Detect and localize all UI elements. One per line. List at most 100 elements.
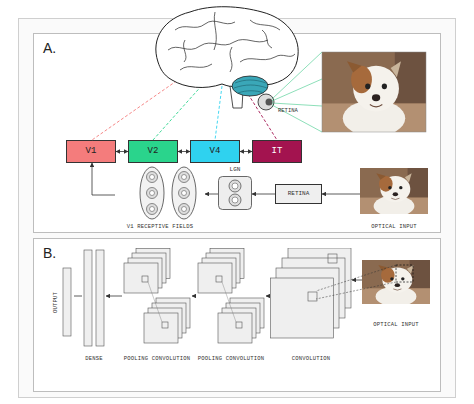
graphic-path bbox=[92, 75, 185, 140]
dog-photo bbox=[322, 52, 426, 137]
flow-arrow bbox=[322, 194, 360, 195]
graphic-use bbox=[322, 52, 426, 137]
node-label: V4 bbox=[210, 147, 221, 156]
receptive-fields: V1 RECEPTIVE FIELDS bbox=[115, 166, 205, 230]
layer-stack-shape bbox=[124, 249, 190, 344]
brain-area-box: IT bbox=[252, 140, 302, 163]
layer-stack: POOLING CONVOLUTION bbox=[122, 246, 192, 362]
projection-lines bbox=[92, 75, 277, 140]
flow-arrow bbox=[205, 194, 218, 195]
graphic-path bbox=[184, 40, 186, 62]
graphic-line bbox=[272, 105, 322, 132]
node-label: V1 bbox=[86, 147, 97, 156]
flow-arrow bbox=[266, 296, 270, 297]
node-label: OPTICAL INPUT bbox=[360, 224, 428, 230]
graphic-path bbox=[238, 91, 264, 93]
flow-arrow bbox=[192, 296, 196, 297]
graphic-circle bbox=[266, 99, 273, 106]
graphic-line bbox=[272, 103, 322, 106]
graphic-g bbox=[168, 12, 295, 72]
panel-letter: B. bbox=[43, 245, 56, 261]
input-image-shape bbox=[360, 168, 428, 214]
graphic-path bbox=[250, 20, 280, 30]
node-label: OPTICAL INPUT bbox=[362, 322, 430, 328]
graphic-ellipse bbox=[232, 76, 268, 96]
node-label: RETINA bbox=[288, 191, 310, 197]
filter-projection bbox=[316, 265, 396, 299]
node-label: DENSE bbox=[82, 356, 106, 362]
graphic-path bbox=[234, 85, 267, 88]
input-image: OPTICAL INPUT bbox=[362, 258, 430, 328]
graphic-line bbox=[316, 282, 396, 299]
graphic-path bbox=[214, 12, 216, 50]
graphic-path bbox=[240, 54, 295, 62]
layer-stack-shape bbox=[271, 248, 352, 338]
graphic-path bbox=[180, 64, 212, 70]
brain-area-box: V1 bbox=[66, 140, 116, 163]
node-label: CONVOLUTION bbox=[270, 356, 352, 362]
graphic-g bbox=[234, 80, 267, 93]
flow-arrow bbox=[252, 194, 275, 195]
node-label: POOLING CONVOLUTION bbox=[196, 356, 266, 362]
flow-arrow bbox=[352, 280, 362, 281]
eye-symbol bbox=[258, 94, 274, 110]
node-label: IT bbox=[272, 147, 283, 156]
panel-frame: B.OUTPUT DENSE POOLING CONVOLUTION POOLING … bbox=[33, 238, 441, 392]
graphic-path bbox=[175, 21, 235, 30]
output-layer: OUTPUT bbox=[50, 262, 74, 342]
input-image-graphic bbox=[360, 168, 428, 214]
graphic-path bbox=[230, 47, 232, 72]
brain-drawing bbox=[156, 7, 298, 108]
panel-frame: A. V1 V2 V4 IT V1 RECEPTIVE FIELDS LGN RETINA OP… bbox=[33, 33, 441, 233]
node-label: POOLING CONVOLUTION bbox=[122, 356, 192, 362]
graphic-path bbox=[248, 94, 277, 140]
layer-stack-graphic bbox=[270, 248, 352, 348]
graphic-path bbox=[153, 82, 205, 140]
graphic-path bbox=[156, 7, 298, 88]
graphic-rect bbox=[322, 52, 426, 132]
node-label: V2 bbox=[148, 147, 159, 156]
node-label: V1 RECEPTIVE FIELDS bbox=[115, 224, 205, 230]
process-box: RETINA bbox=[275, 184, 322, 204]
view-rays bbox=[272, 52, 322, 132]
layer-stack-graphic bbox=[122, 248, 192, 348]
flow-arrow bbox=[92, 163, 115, 195]
layer-stack: POOLING CONVOLUTION bbox=[196, 246, 266, 362]
flow-arrow bbox=[240, 151, 252, 152]
lgn-block: LGN bbox=[218, 166, 252, 210]
graphic-path bbox=[215, 86, 222, 140]
graphic-path bbox=[230, 86, 243, 108]
flow-arrow bbox=[74, 296, 82, 297]
panel-letter: A. bbox=[43, 40, 56, 56]
outer-frame bbox=[19, 19, 456, 398]
brain-area-box: V4 bbox=[190, 140, 240, 163]
receptive-fields-graphic bbox=[115, 166, 205, 220]
layer-stack-graphic bbox=[196, 248, 266, 348]
flow-arrow bbox=[116, 151, 128, 152]
receptive-fields-shape bbox=[140, 167, 196, 219]
flow-arrow bbox=[106, 296, 122, 297]
flow-arrow bbox=[178, 151, 190, 152]
graphic-path bbox=[235, 80, 266, 83]
layer-stack: CONVOLUTION bbox=[270, 246, 352, 362]
dense-layer: DENSE bbox=[82, 246, 106, 362]
lgn-block-shape bbox=[219, 177, 252, 210]
output-layer-shape bbox=[63, 268, 71, 336]
graphic-path bbox=[168, 40, 268, 50]
layer-stack-shape bbox=[198, 249, 264, 344]
graphic-line bbox=[316, 265, 396, 291]
graphic-line bbox=[272, 52, 322, 99]
graphic-circle bbox=[258, 94, 274, 110]
node-label: LGN bbox=[218, 166, 252, 173]
graphic-path bbox=[262, 30, 272, 48]
graphic-line bbox=[272, 79, 322, 101]
part-label: RETINA bbox=[278, 107, 298, 114]
input-image-shape bbox=[362, 260, 430, 306]
node-label: OUTPUT bbox=[50, 262, 60, 342]
brain-area-box: V2 bbox=[128, 140, 178, 163]
dense-layer-graphic bbox=[82, 248, 106, 348]
lgn-block-graphic bbox=[218, 176, 252, 210]
input-image-graphic bbox=[362, 258, 430, 306]
dense-layer-shape bbox=[84, 250, 104, 346]
